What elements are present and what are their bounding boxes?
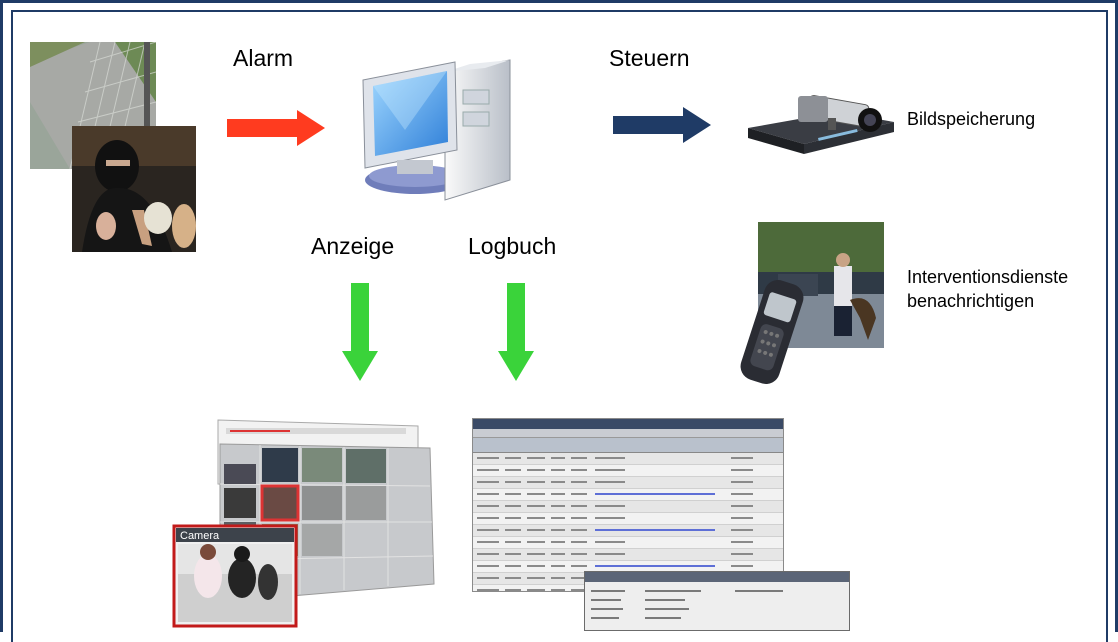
- logbook-toolbar: [473, 429, 783, 438]
- logbuch-label: Logbuch: [468, 233, 557, 259]
- logbook-row: [473, 465, 783, 477]
- alarm-arrow: [227, 110, 325, 146]
- anzeige-label: Anzeige: [311, 233, 395, 259]
- logbook-row: [473, 525, 783, 537]
- bildspeicherung-label: Bildspeicherung: [907, 109, 1036, 129]
- logbook-row: [473, 537, 783, 549]
- steuern-label: Steuern: [609, 45, 690, 71]
- camera-window-title: Camera: [180, 530, 220, 542]
- logbook-rows: [473, 453, 783, 591]
- logbook-detail-window: [584, 571, 850, 631]
- logbook-row: [473, 549, 783, 561]
- workstation-computer-icon: [345, 50, 525, 210]
- intervention-label-line2: benachrichtigen: [907, 291, 1035, 311]
- logbook-row: [473, 453, 783, 465]
- control-arrow: [613, 107, 711, 143]
- video-recorder-camera-image: [748, 92, 894, 154]
- logbook-row: [473, 477, 783, 489]
- logbook-header-row: [473, 438, 783, 453]
- inner-frame: [11, 10, 1108, 642]
- logbook-titlebar: [473, 419, 783, 429]
- logbook-row: [473, 513, 783, 525]
- mobile-phone-image: [736, 276, 808, 388]
- alarm-label: Alarm: [233, 45, 294, 71]
- logbook-row: [473, 489, 783, 501]
- logbook-screenshot: [472, 418, 784, 592]
- display-down-arrow: [342, 283, 378, 381]
- detail-titlebar: [585, 572, 849, 582]
- video-display-screenshot: Camera: [168, 418, 438, 628]
- logbook-row: [473, 501, 783, 513]
- intervention-label-line1: Interventionsdienste: [907, 267, 1069, 287]
- logbook-down-arrow: [498, 283, 534, 381]
- intruder-image: [72, 126, 196, 252]
